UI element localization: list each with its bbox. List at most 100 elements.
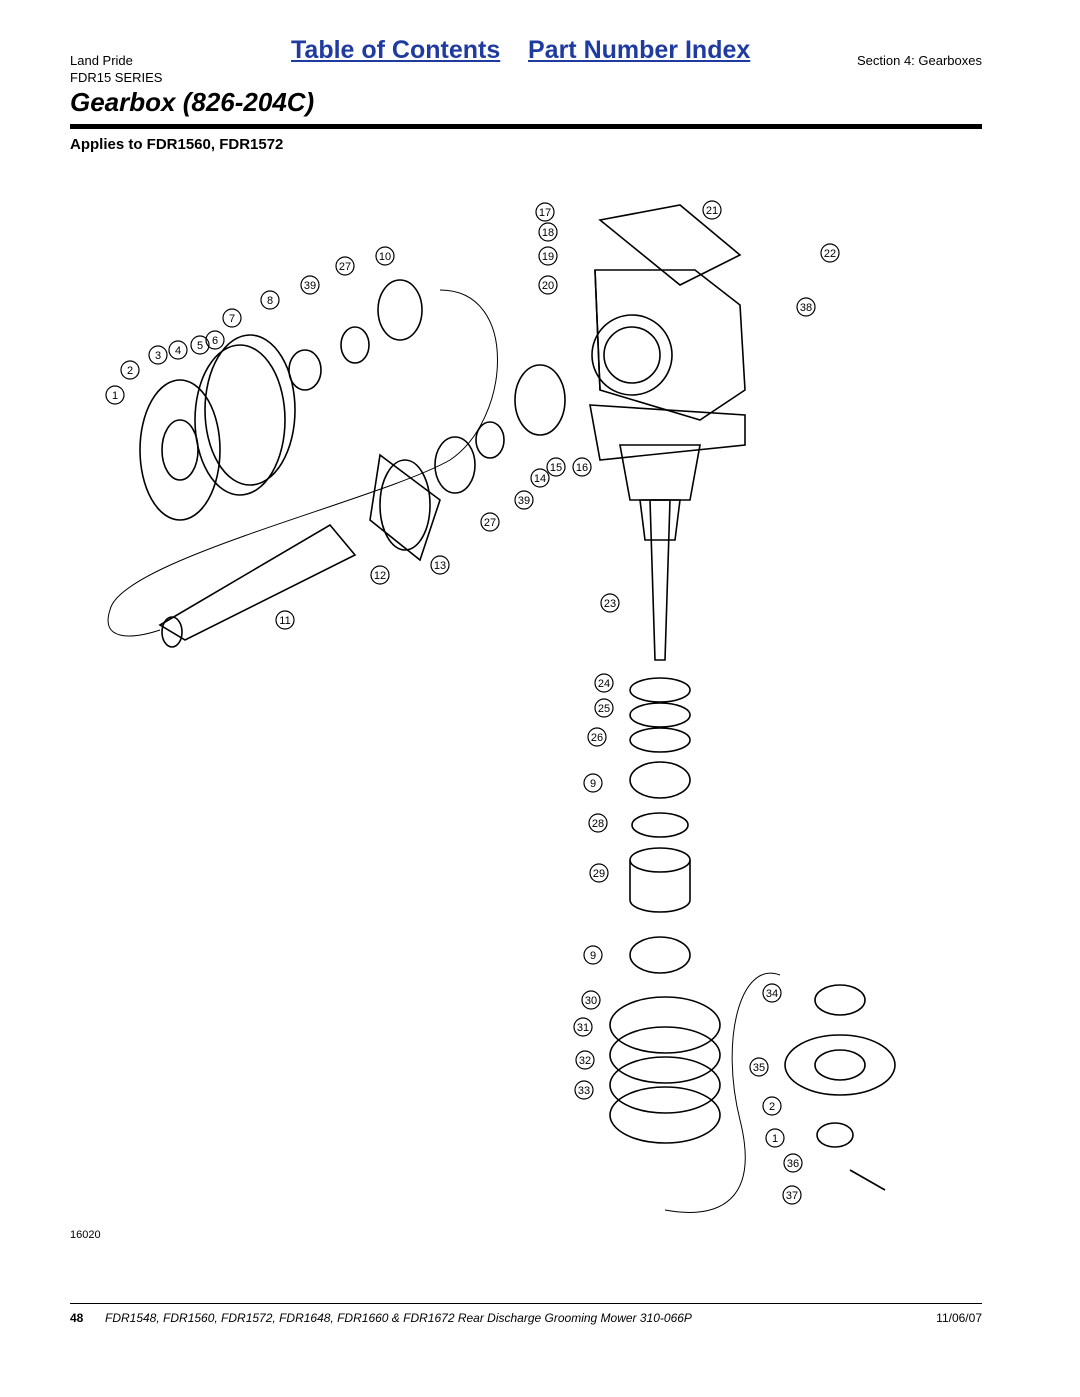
brand-name: Land Pride [70, 53, 133, 68]
footer-divider [70, 1303, 982, 1304]
callout-circle [583, 773, 603, 793]
callout-label: 37 [786, 1190, 798, 1202]
callout-label: 26 [591, 732, 603, 744]
callout-label: 38 [800, 302, 812, 314]
callout-label: 39 [518, 495, 530, 507]
title-divider [70, 124, 982, 129]
callout-label: 2 [127, 365, 133, 377]
callout-circle [762, 983, 782, 1003]
callout-label: 39 [304, 280, 316, 292]
callout-circle [538, 275, 558, 295]
callout-circle [581, 990, 601, 1010]
callout-circle [530, 468, 550, 488]
callout-label: 14 [534, 473, 546, 485]
callout-label: 4 [175, 345, 181, 357]
callout-circle [105, 385, 125, 405]
callout-label: 5 [197, 340, 203, 352]
callout-label: 30 [585, 995, 597, 1007]
loop-lines [107, 289, 781, 1213]
output-shaft [639, 499, 681, 661]
callout-label: 2 [769, 1101, 775, 1113]
callout-label: 24 [598, 678, 610, 690]
callout-label: 12 [374, 570, 386, 582]
callout-label: 10 [379, 251, 391, 263]
callout-circle [275, 610, 295, 630]
bolt-flange-left [139, 334, 296, 521]
callout-circle [535, 202, 555, 222]
callout-label: 9 [590, 778, 596, 790]
input-shaft [158, 523, 357, 648]
callout-circle [546, 457, 566, 477]
callout-circle [749, 1057, 769, 1077]
callout-circle [538, 222, 558, 242]
callout-circle [370, 565, 390, 585]
callout-circle [148, 345, 168, 365]
part-number-index-link[interactable]: Part Number Index [528, 36, 751, 64]
callout-label: 25 [598, 703, 610, 715]
callout-circle [782, 1185, 802, 1205]
callout-label: 34 [766, 988, 778, 1000]
callout-circle [375, 246, 395, 266]
callout-circle [538, 246, 558, 266]
callout-circle [594, 698, 614, 718]
figure-number: 16020 [70, 1229, 101, 1241]
callout-circle [594, 673, 614, 693]
callout-label: 27 [339, 261, 351, 273]
callout-label: 32 [579, 1055, 591, 1067]
callout-label: 15 [550, 462, 562, 474]
callout-label: 29 [593, 868, 605, 880]
footer-date: 11/06/07 [936, 1311, 982, 1325]
callout-circle [260, 290, 280, 310]
callout-label: 21 [706, 205, 718, 217]
callout-circle [587, 727, 607, 747]
callout-circle [702, 200, 722, 220]
callout-label: 13 [434, 560, 446, 572]
callout-circle [300, 275, 320, 295]
series-name: FDR15 SERIES [70, 70, 163, 85]
callout-label: 1 [772, 1133, 778, 1145]
callout-label: 33 [578, 1085, 590, 1097]
callout-circle [589, 863, 609, 883]
callout-label: 36 [787, 1158, 799, 1170]
page-number: 48 [70, 1311, 84, 1325]
callout-circle [514, 490, 534, 510]
gear-housing [589, 204, 746, 501]
callout-circle [480, 512, 500, 532]
callout-label: 18 [542, 227, 554, 239]
footer-description: FDR1548, FDR1560, FDR1572, FDR1648, FDR1… [105, 1311, 692, 1325]
callout-label: 28 [592, 818, 604, 830]
callout-circle [583, 945, 603, 965]
callout-label: 9 [590, 950, 596, 962]
callout-label: 6 [212, 335, 218, 347]
callout-circle [574, 1080, 594, 1100]
callout-circle [430, 555, 450, 575]
callout-circle [783, 1153, 803, 1173]
callout-label: 16 [576, 462, 588, 474]
callout-label: 27 [484, 517, 496, 529]
callout-circle [573, 1017, 593, 1037]
callout-label: 3 [155, 350, 161, 362]
bearings-row [288, 279, 566, 494]
callout-label: 8 [267, 295, 273, 307]
applies-to-heading: Applies to FDR1560, FDR1572 [70, 136, 284, 153]
callout-circle [575, 1050, 595, 1070]
hub-assembly [784, 984, 896, 1191]
callout-circle [600, 593, 620, 613]
washers-stack [629, 677, 691, 974]
callout-circle [190, 335, 210, 355]
callout-circle [588, 813, 608, 833]
callout-label: 1 [112, 390, 118, 402]
section-label: Section 4: Gearboxes [856, 53, 982, 68]
bevel-gear [369, 453, 441, 562]
callout-label: 11 [279, 615, 290, 627]
callout-circle [168, 340, 188, 360]
callout-label: 22 [824, 248, 836, 260]
callout-label: 19 [542, 251, 554, 263]
callout-label: 23 [604, 598, 616, 610]
callout-label: 31 [577, 1022, 589, 1034]
page-title: Gearbox (826-204C) [70, 87, 315, 117]
callout-circle [205, 330, 225, 350]
table-of-contents-link[interactable]: Table of Contents [291, 36, 501, 64]
callout-circle [572, 457, 592, 477]
